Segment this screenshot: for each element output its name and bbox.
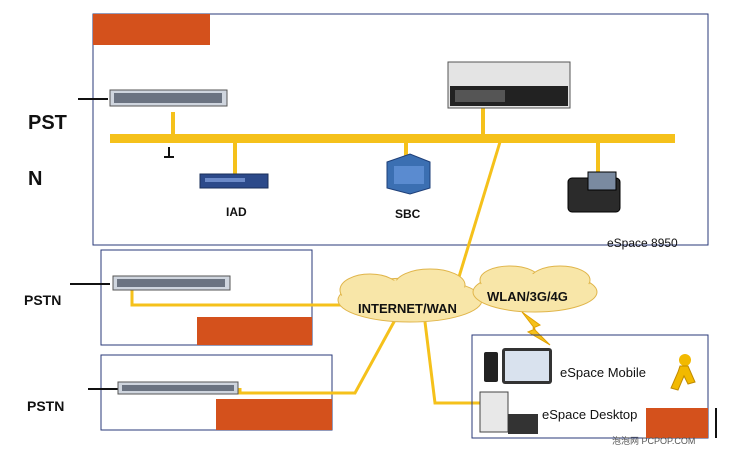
desk-phone: [567, 171, 621, 213]
pstn-label-top-line2: N: [28, 168, 43, 190]
gateway-device-1: [112, 275, 231, 291]
internet-cloud-label: INTERNET/WAN: [358, 301, 457, 316]
sbc-label: SBC: [395, 207, 421, 221]
link-gw1-internet: [130, 290, 345, 307]
orange-tag-box1: [197, 317, 312, 345]
wireless-lightning-icon: [521, 311, 551, 346]
orange-tag-box2: [216, 399, 332, 430]
iad-device: [199, 173, 269, 189]
desktop-client-label: eSpace Desktop: [542, 407, 638, 422]
trunk-to-internet: [453, 141, 502, 291]
drop-to-sbc: [404, 142, 408, 160]
main-network-frame: [92, 13, 709, 246]
drop-to-phone: [596, 142, 600, 172]
ground-tick: [168, 147, 170, 157]
pstn-link-2: [88, 388, 118, 390]
wireless-cloud: [472, 265, 598, 313]
link-internet-desktop: [423, 321, 480, 405]
clients-link: [715, 408, 717, 438]
mobile-client-label: eSpace Mobile: [560, 365, 646, 380]
pstn-link-top: [78, 98, 108, 100]
gateway-device-2: [117, 381, 239, 395]
server-device: [447, 61, 571, 109]
pstn-label-top-line1: PST: [28, 112, 67, 134]
user-figure-icon: [670, 354, 696, 391]
drop-to-gateway: [171, 112, 175, 136]
wireless-cloud-label: WLAN/3G/4G: [487, 289, 568, 304]
drop-to-server: [481, 108, 485, 136]
orange-tag-clients: [646, 408, 708, 438]
ground-tick-base: [164, 156, 174, 158]
sbc-device: [386, 153, 431, 195]
mobile-devices: [484, 348, 552, 384]
drop-to-iad: [233, 142, 237, 174]
gateway-device-top: [109, 89, 228, 107]
pstn-label-box1: PSTN: [24, 292, 62, 308]
internet-cloud: [337, 268, 483, 323]
watermark: 泡泡网 PCPOP.COM: [612, 436, 696, 446]
clients-box: [471, 334, 709, 439]
desktop-devices: [479, 391, 538, 434]
pstn-box-1: [100, 249, 313, 346]
pstn-link-1: [70, 283, 110, 285]
iad-label: IAD: [226, 205, 247, 219]
link-gw2-internet: [238, 319, 397, 395]
orange-tag-top: [93, 14, 210, 45]
pstn-label-box2: PSTN: [27, 398, 65, 414]
lan-bus: [110, 134, 675, 143]
system-label: eSpace 8950: [607, 236, 678, 250]
